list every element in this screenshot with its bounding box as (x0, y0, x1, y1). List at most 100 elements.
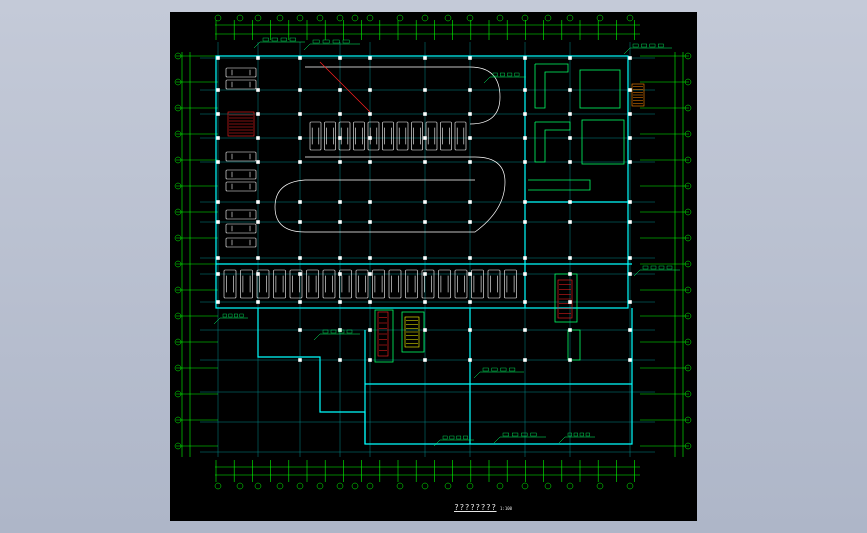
car-icon (471, 269, 484, 299)
tag-leader (213, 317, 221, 325)
column-icon (523, 88, 527, 92)
tag-text-glyph (222, 313, 227, 318)
axis-bubble-icon (236, 14, 244, 22)
axis-bubble-icon (174, 182, 182, 190)
stair-icon (557, 279, 573, 319)
column-icon (468, 358, 472, 362)
axis-bubbles (174, 14, 692, 490)
tag-text-glyph (322, 329, 329, 334)
column-icon (568, 328, 572, 332)
column-icon (423, 112, 427, 116)
column-icon (628, 56, 632, 60)
driving-lane (274, 156, 506, 233)
stair-icon (631, 83, 645, 107)
tag-text-glyph (262, 37, 269, 42)
tag-text-glyph (650, 265, 657, 270)
axis-bubble-icon (684, 78, 692, 86)
column-icon (568, 200, 572, 204)
tag-text-glyph (332, 39, 340, 44)
column-icon (256, 220, 260, 224)
tag-text-glyph (312, 39, 320, 44)
axis-bubble-icon (174, 260, 182, 268)
column-icon (216, 200, 220, 204)
column-icon (216, 256, 220, 260)
column-icon (423, 136, 427, 140)
tag-text-glyph (658, 265, 665, 270)
column-icon (298, 160, 302, 164)
tag-text-glyph (338, 329, 345, 334)
tag-leader (483, 76, 491, 84)
axis-bubble-icon (684, 364, 692, 372)
duct-room (534, 121, 571, 163)
column-icon (628, 300, 632, 304)
column-icon (568, 220, 572, 224)
column-icon (568, 160, 572, 164)
column-icon (628, 328, 632, 332)
tag-text-glyph (346, 329, 353, 334)
tag-leader (473, 371, 481, 379)
column-icon (216, 160, 220, 164)
car-icon (353, 121, 365, 151)
outer-wall-upper (215, 55, 629, 309)
axis-bubble-icon (684, 338, 692, 346)
column-icon (338, 56, 342, 60)
axis-bubble-icon (626, 14, 634, 22)
column-icon (423, 88, 427, 92)
column-icon (256, 300, 260, 304)
service-room (579, 69, 621, 109)
column-icon (523, 160, 527, 164)
axis-bubble-icon (444, 482, 452, 490)
tag-text-glyph (514, 72, 520, 77)
car-icon (382, 121, 394, 151)
axis-bubble-icon (684, 286, 692, 294)
tag-text-glyph (449, 435, 455, 440)
car-icon (289, 269, 303, 299)
car-icon (240, 269, 253, 299)
axis-bubble-icon (174, 156, 182, 164)
axis-bubble-icon (521, 14, 529, 22)
column-icon (338, 112, 342, 116)
column-icon (568, 272, 572, 276)
axis-bubble-icon (174, 52, 182, 60)
column-icon (216, 112, 220, 116)
column-icon (368, 160, 372, 164)
column-icon (523, 358, 527, 362)
tag-text-glyph (579, 432, 584, 437)
axis-bubble-icon (396, 14, 404, 22)
axis-bubble-icon (174, 208, 182, 216)
column-icon (338, 272, 342, 276)
shaft (567, 329, 581, 361)
axis-bubble-icon (174, 364, 182, 372)
car-icon (256, 269, 270, 299)
stair-core (401, 311, 425, 353)
car-icon (338, 121, 351, 151)
duct-room (534, 63, 569, 109)
tag-text-glyph (666, 265, 673, 270)
tag-text-glyph (567, 432, 572, 437)
column-icon (368, 136, 372, 140)
tag-text-glyph (500, 367, 507, 372)
car-icon (273, 269, 286, 299)
car-icon (223, 269, 237, 299)
axis-bubble-icon (684, 182, 692, 190)
axis-bubble-icon (174, 312, 182, 320)
column-icon (628, 200, 632, 204)
column-icon (523, 136, 527, 140)
column-icon (298, 112, 302, 116)
tag-text-glyph (512, 432, 519, 437)
column-icon (216, 56, 220, 60)
column-icon (216, 88, 220, 92)
column-icon (298, 220, 302, 224)
column-icon (368, 220, 372, 224)
column-icon (568, 358, 572, 362)
tag-text-glyph (289, 37, 296, 42)
axis-bubble-icon (421, 14, 429, 22)
column-icon (338, 358, 342, 362)
car-icon (454, 121, 467, 151)
car-icon (225, 67, 257, 78)
column-icon (468, 220, 472, 224)
column-icon (338, 200, 342, 204)
column-icon (256, 200, 260, 204)
annotation-tags (213, 37, 680, 447)
column-icon (423, 358, 427, 362)
